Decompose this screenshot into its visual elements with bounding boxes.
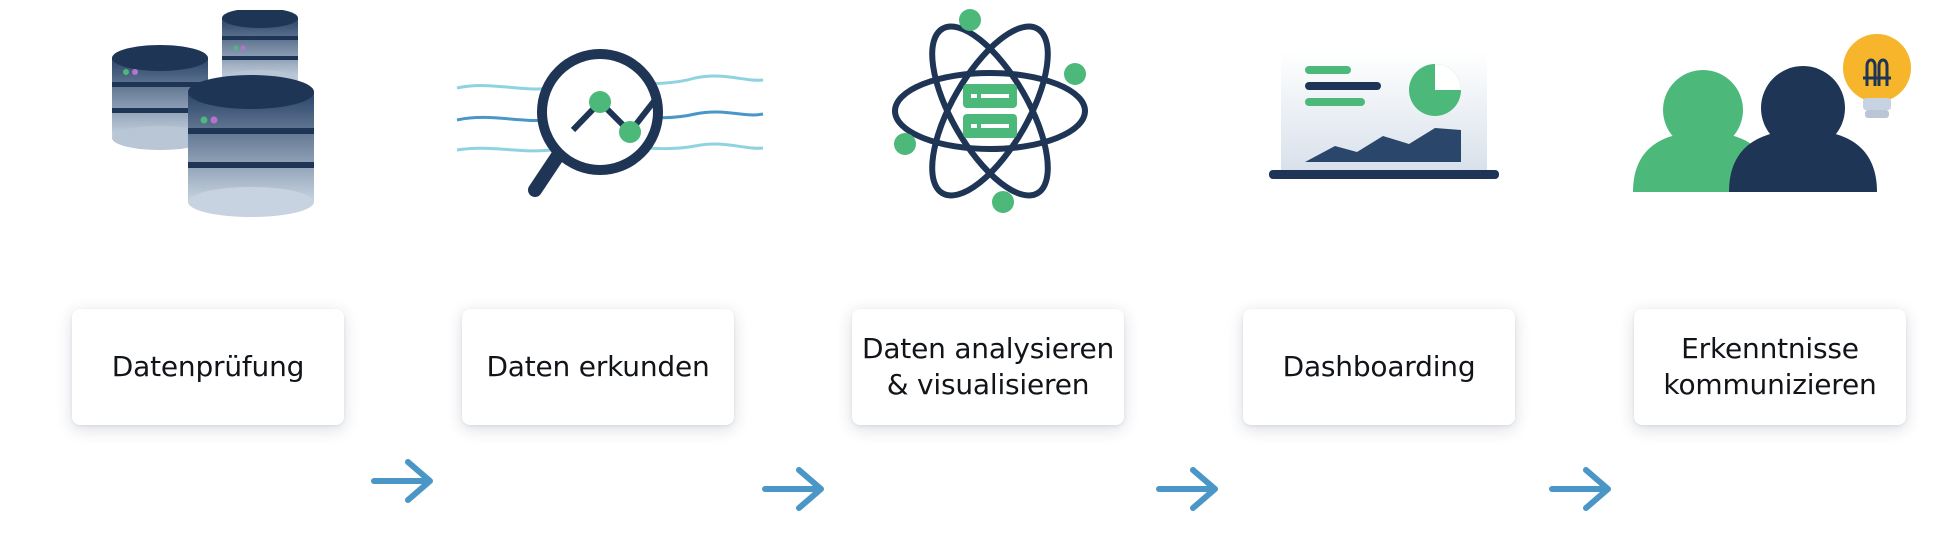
arrow-right-icon [762,467,824,511]
step-card-erkenntnisse: Erkenntnisse kommunizieren [1634,309,1906,425]
arrow-right-icon [1549,467,1611,511]
step-card-daten-erkunden: Daten erkunden [462,309,734,425]
atom-server-icon [892,9,1088,213]
step-label: Erkenntnisse kommunizieren [1663,332,1877,401]
dashboard-screen-icon [1269,52,1499,179]
step-label: Daten analysieren & visualisieren [861,332,1115,401]
step-card-daten-analysieren: Daten analysieren & visualisieren [852,309,1124,425]
step-card-dashboarding: Dashboarding [1243,309,1515,425]
step-label: Daten erkunden [486,350,710,383]
step-label: Dashboarding [1282,350,1476,383]
step-card-datenpruefung: Datenprüfung [72,309,344,425]
arrow-right-icon [1156,467,1218,511]
people-lightbulb-icon [1633,34,1911,192]
magnifier-chart-icon [456,49,764,197]
arrow-right-icon [371,459,433,503]
step-label: Datenprüfung [111,350,305,383]
database-stack-icon [112,10,314,217]
